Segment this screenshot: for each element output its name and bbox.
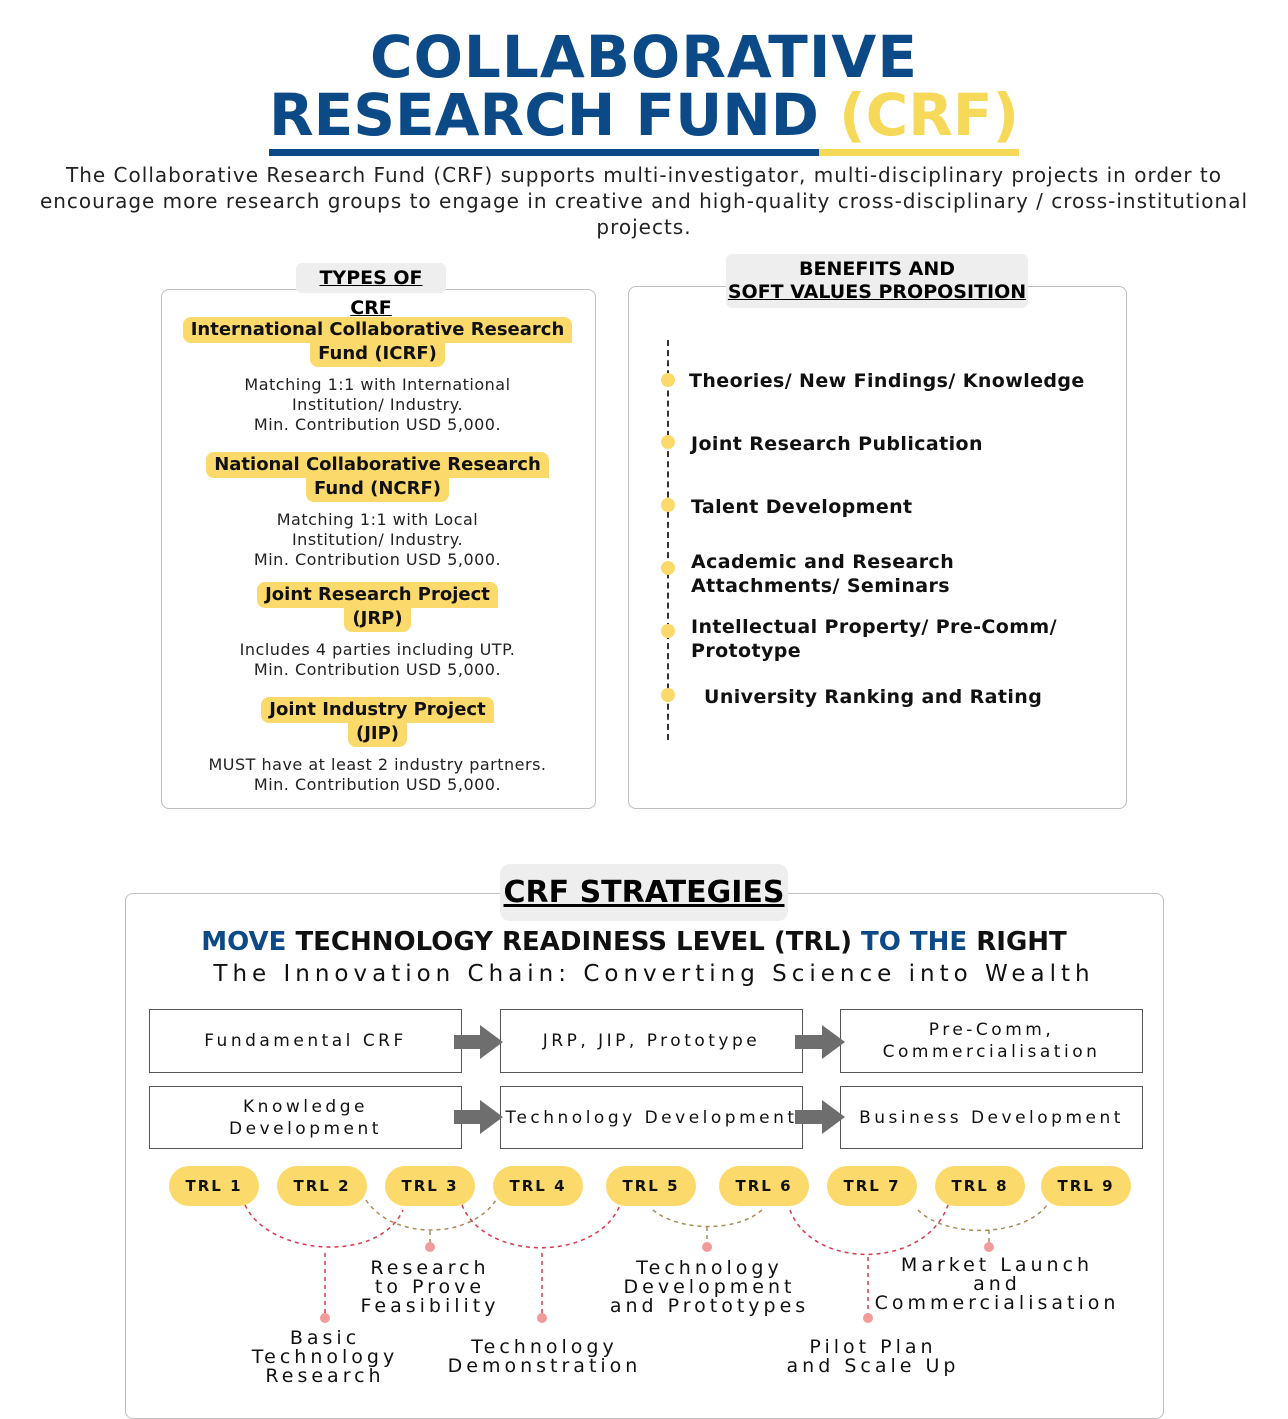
type-name: National Collaborative Research (206, 452, 549, 478)
benefit-item: Talent Development (691, 496, 913, 518)
trl-8: TRL 8 (935, 1166, 1025, 1206)
type-name-2: (JRP) (344, 606, 411, 632)
page-title-line2: RESEARCH FUND (CRF) (0, 81, 1288, 156)
page-title-line1: COLLABORATIVE (370, 23, 918, 91)
arc-pilot-plan (789, 1204, 949, 1256)
title-main: RESEARCH FUND (268, 81, 819, 156)
type-name-2: (JIP) (347, 721, 408, 747)
trl-headline: MOVE TECHNOLOGY READINESS LEVEL (TRL) TO… (201, 927, 1067, 957)
type-name-2: Fund (ICRF) (310, 341, 445, 367)
type-name: Joint Industry Project (261, 697, 494, 723)
benefits-panel (628, 286, 1127, 809)
benefit-item: Joint Research Publication (691, 433, 983, 455)
type-desc: Includes 4 parties including UTP. Min. C… (239, 640, 516, 679)
trl-9: TRL 9 (1041, 1166, 1131, 1206)
type-name-2: Fund (NCRF) (305, 476, 450, 502)
type-desc: Matching 1:1 with International Institut… (244, 375, 511, 434)
arc-technology-demonstration (461, 1204, 621, 1249)
box-technology-development: Technology Development (500, 1086, 803, 1149)
types-heading: TYPES OF CRF (296, 263, 446, 319)
intro-paragraph: The Collaborative Research Fund (CRF) su… (39, 163, 1249, 239)
box-business-development: Business Development (840, 1086, 1143, 1149)
trl-1: TRL 1 (169, 1166, 259, 1206)
type-desc: Matching 1:1 with Local Institution/ Ind… (253, 510, 502, 569)
benefit-item: University Ranking and Rating (704, 686, 1043, 708)
trl-6: TRL 6 (719, 1166, 809, 1206)
type-item-jip: Joint Industry Project (JIP) MUST have a… (161, 697, 594, 795)
type-name: Joint Research Project (257, 582, 498, 608)
benefits-heading: BENEFITS AND SOFT VALUES PROPOSITION (726, 254, 1028, 308)
type-item-icrf: International Collaborative Research Fun… (161, 317, 594, 435)
benefits-timeline-line (667, 340, 669, 740)
benefit-bullet (661, 435, 675, 449)
arrow-icon (795, 1025, 845, 1059)
type-name: International Collaborative Research (182, 317, 573, 343)
type-item-ncrf: National Collaborative Research Fund (NC… (161, 452, 594, 570)
benefit-bullet (661, 561, 675, 575)
type-desc: MUST have at least 2 industry partners. … (208, 755, 547, 794)
box-fundamental-crf: Fundamental CRF (149, 1009, 462, 1073)
benefit-item: Theories/ New Findings/ Knowledge (689, 370, 1085, 392)
arc-tech-development (652, 1209, 763, 1228)
arrow-icon (454, 1100, 503, 1134)
innovation-chain-subtitle: The Innovation Chain: Converting Science… (213, 961, 1095, 987)
arc-basic-research (244, 1204, 404, 1248)
box-pre-comm: Pre-Comm,Commercialisation (840, 1009, 1143, 1073)
arrow-icon (795, 1100, 845, 1134)
trl-4: TRL 4 (493, 1166, 583, 1206)
title-accent: (CRF) (818, 81, 1019, 156)
benefit-bullet (661, 373, 675, 387)
strategies-panel (125, 893, 1164, 1419)
trl-7: TRL 7 (827, 1166, 917, 1206)
arc-market-launch (917, 1204, 1048, 1232)
benefit-bullet (661, 498, 675, 512)
benefit-item: Intellectual Property/ Pre-Comm/Prototyp… (691, 616, 1057, 662)
benefit-bullet (661, 688, 675, 702)
type-item-jrp: Joint Research Project (JRP) Includes 4 … (161, 582, 594, 680)
trl-2: TRL 2 (277, 1166, 367, 1206)
trl-3: TRL 3 (385, 1166, 475, 1206)
box-jrp-jip-prototype: JRP, JIP, Prototype (500, 1009, 803, 1073)
benefit-bullet (661, 624, 675, 638)
strategies-heading: CRF STRATEGIES (500, 864, 788, 921)
arc-feasibility (365, 1199, 497, 1231)
arrow-icon (454, 1025, 503, 1059)
trl-5: TRL 5 (606, 1166, 696, 1206)
